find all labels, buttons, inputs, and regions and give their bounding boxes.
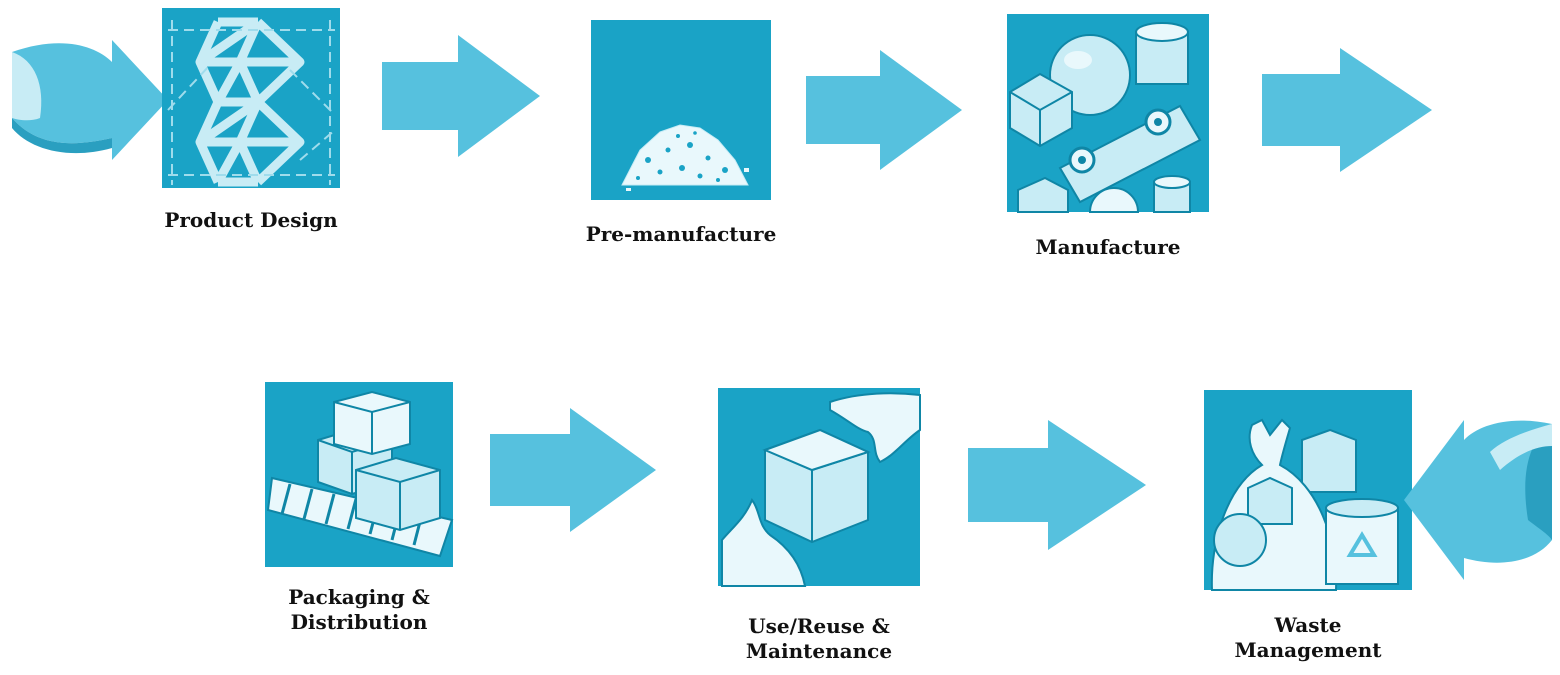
waste-management-icon — [1204, 390, 1412, 591]
manufacture-icon — [1007, 14, 1209, 213]
flow-arrow-1 — [382, 35, 540, 157]
stage-label-waste-management: Waste Management — [1234, 613, 1382, 662]
stage-label-product-design: Product Design — [164, 208, 338, 232]
flow-arrow-3 — [1262, 48, 1432, 172]
stage-label-manufacture: Manufacture — [1035, 235, 1181, 259]
stage-label-use-reuse-maintenance: Use/Reuse & Maintenance — [745, 614, 893, 663]
cycle-return-arrow — [1404, 420, 1552, 580]
packaging-distribution-icon — [265, 382, 454, 567]
cycle-entry-arrow — [12, 40, 168, 160]
flow-arrow-4 — [490, 408, 656, 532]
flow-arrow-2 — [806, 50, 962, 170]
stage-label-packaging-distribution: Packaging & Distribution — [288, 585, 430, 634]
product-design-icon — [162, 8, 340, 188]
stage-label-pre-manufacture: Pre-manufacture — [585, 222, 777, 246]
pre-manufacture-icon — [591, 20, 771, 200]
flow-arrow-5 — [968, 420, 1146, 550]
use-reuse-maintenance-icon — [718, 388, 921, 587]
